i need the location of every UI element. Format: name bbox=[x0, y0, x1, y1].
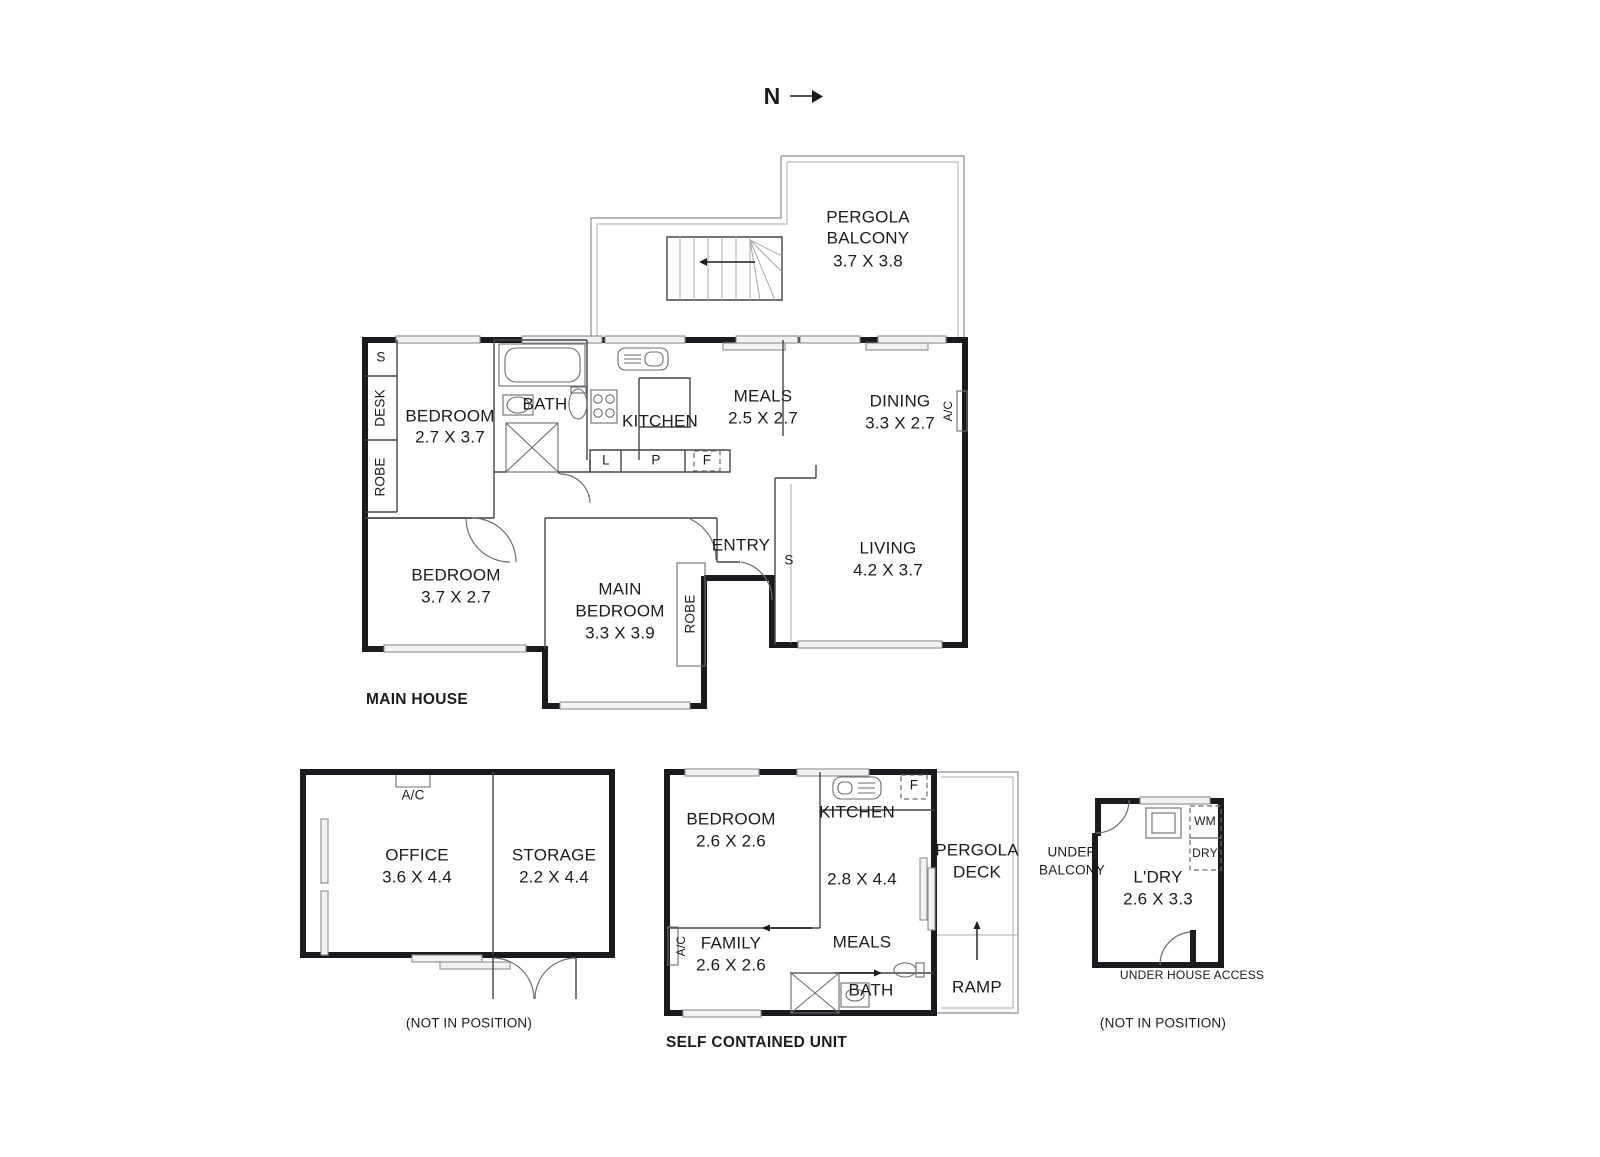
dryer-label: DRY bbox=[1192, 846, 1218, 860]
laundry-dims: 2.6 X 3.3 bbox=[1123, 889, 1193, 908]
unit-room-bedroom bbox=[667, 772, 821, 932]
bedroom-2-label: BEDROOM bbox=[411, 565, 500, 584]
unit-bedroom-label: BEDROOM bbox=[686, 809, 775, 828]
meals-dims: 2.5 X 2.7 bbox=[728, 408, 798, 427]
living-dims: 4.2 X 3.7 bbox=[853, 560, 923, 579]
under-balcony-label-2: BALCONY bbox=[1039, 863, 1105, 878]
office-label: OFFICE bbox=[385, 845, 449, 864]
section-office-storage: A/C OFFICE 3.6 X 4.4 STORAGE 2.2 X 4.4 (… bbox=[300, 769, 615, 1031]
aircon-label-unit: A/C bbox=[674, 936, 688, 957]
unit-fridge-label: F bbox=[910, 778, 918, 793]
entry-label: ENTRY bbox=[712, 535, 770, 554]
bedroom-1-label: BEDROOM bbox=[405, 406, 494, 425]
pergola-balcony-label-1: PERGOLA bbox=[826, 207, 910, 226]
bedroom-2-dims: 3.7 X 2.7 bbox=[421, 587, 491, 606]
bath-label: BATH bbox=[523, 394, 568, 413]
meals-label: MEALS bbox=[734, 386, 793, 405]
room-bath bbox=[494, 339, 591, 504]
aircon-label-dining: A/C bbox=[941, 401, 955, 422]
unit-meals-label: MEALS bbox=[833, 932, 892, 951]
main-bedroom-label-2: BEDROOM bbox=[575, 601, 664, 620]
unit-kitchen-label: KITCHEN bbox=[819, 802, 895, 821]
ramp-label: RAMP bbox=[952, 977, 1002, 996]
desk-label: DESK bbox=[373, 389, 388, 427]
laundry-unit-label: L bbox=[602, 453, 610, 468]
living-label: LIVING bbox=[860, 538, 917, 557]
dining-label: DINING bbox=[870, 391, 931, 410]
room-kitchen bbox=[589, 347, 731, 473]
unit-family-dims: 2.6 X 2.6 bbox=[696, 955, 766, 974]
storage-label: STORAGE bbox=[512, 845, 596, 864]
aircon-label-office: A/C bbox=[401, 788, 424, 803]
pergola-balcony-label-2: BALCONY bbox=[827, 228, 910, 247]
robe-label-bedroom-1: ROBE bbox=[373, 457, 388, 496]
compass-arrow-icon bbox=[790, 90, 823, 103]
main-house-title: MAIN HOUSE bbox=[366, 691, 468, 708]
pergola-balcony-dims: 3.7 X 3.8 bbox=[833, 251, 903, 270]
section-self-contained-unit: BEDROOM 2.6 X 2.6 KITCHEN F 2.8 X 4.4 ME… bbox=[664, 768, 1019, 1051]
ramp-arrow-icon bbox=[973, 921, 981, 960]
unit-family-label: FAMILY bbox=[701, 933, 761, 952]
main-bedroom-label-1: MAIN bbox=[598, 579, 641, 598]
room-pergola-balcony bbox=[590, 155, 965, 340]
unit-room-kitchen bbox=[820, 774, 934, 811]
robe-label-main-bedroom: ROBE bbox=[683, 594, 698, 633]
section-main-house: PERGOLA BALCONY 3.7 X 3.8 bbox=[362, 155, 968, 710]
laundry-not-in-position-note: (NOT IN POSITION) bbox=[1100, 1016, 1226, 1031]
pergola-deck-label-1: PERGOLA bbox=[935, 840, 1019, 859]
main-bedroom-dims: 3.3 X 3.9 bbox=[585, 623, 655, 642]
aircon-office bbox=[395, 775, 431, 788]
store-label-entry: S bbox=[784, 553, 793, 568]
unit-bedroom-dims: 2.6 X 2.6 bbox=[696, 831, 766, 850]
room-entry bbox=[717, 465, 817, 645]
dining-dims: 3.3 X 2.7 bbox=[865, 413, 935, 432]
bedroom-1-dims: 2.7 X 3.7 bbox=[415, 427, 485, 446]
compass-label: N bbox=[764, 83, 781, 109]
store-label-top: S bbox=[376, 350, 385, 365]
under-balcony-label-1: UNDER bbox=[1047, 845, 1096, 860]
room-bedroom-2 bbox=[365, 517, 546, 653]
self-contained-unit-title: SELF CONTAINED UNIT bbox=[666, 1034, 847, 1051]
room-living bbox=[797, 640, 943, 649]
under-house-access-label: UNDER HOUSE ACCESS bbox=[1120, 968, 1264, 982]
fridge-unit-label: F bbox=[703, 453, 711, 468]
staircase bbox=[666, 236, 783, 301]
kitchen-label: KITCHEN bbox=[622, 411, 698, 430]
office-dims: 3.6 X 4.4 bbox=[382, 867, 452, 886]
unit-aircon bbox=[667, 926, 679, 966]
unit-meals-dims: 2.8 X 4.4 bbox=[827, 869, 897, 888]
pantry-unit-label: P bbox=[651, 453, 660, 468]
unit-room-bath bbox=[790, 962, 934, 1014]
laundry-label: L'DRY bbox=[1133, 867, 1182, 886]
aircon-dining bbox=[956, 390, 968, 432]
office-not-in-position-note: (NOT IN POSITION) bbox=[406, 1016, 532, 1031]
pergola-deck-label-2: DECK bbox=[953, 862, 1001, 881]
compass-rose: N bbox=[764, 83, 823, 109]
storage-dims: 2.2 X 4.4 bbox=[519, 867, 589, 886]
section-laundry: WM DRY L'DRY 2.6 X 3.3 UNDER BALCONY UND… bbox=[1039, 796, 1264, 1031]
washing-machine-label: WM bbox=[1194, 814, 1216, 828]
room-main-bedroom bbox=[545, 517, 718, 710]
unit-bath-label: BATH bbox=[849, 980, 894, 999]
